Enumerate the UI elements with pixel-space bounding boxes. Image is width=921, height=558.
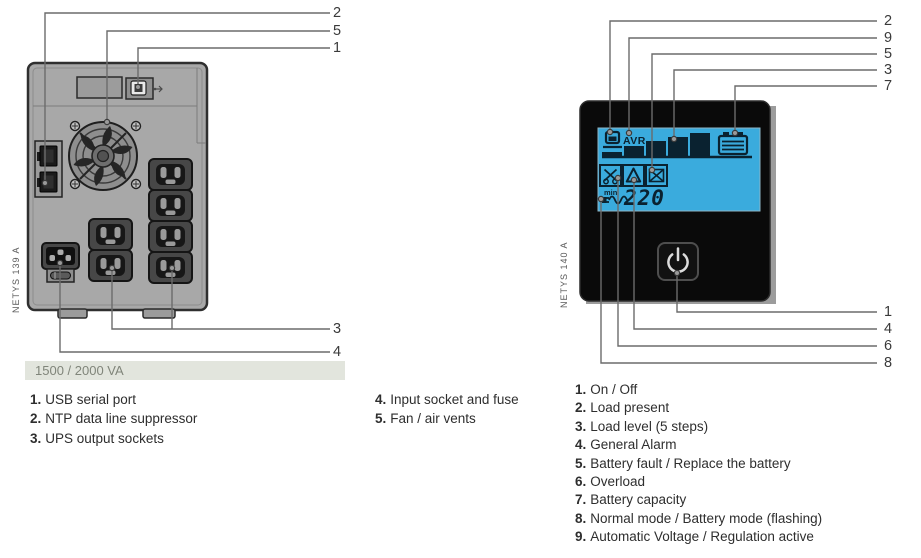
overload-icon [599, 164, 622, 187]
callout-number: 4 [333, 344, 342, 360]
vent-slot [76, 76, 123, 99]
device-label-rear: NETYS 139 A [11, 246, 21, 313]
legend-item: 7.Battery capacity [575, 492, 687, 508]
input-socket [41, 242, 80, 270]
legend-item: 5.Fan / air vents [375, 411, 476, 427]
callout-number: 6 [884, 338, 893, 354]
legend-item: 3.UPS output sockets [30, 430, 164, 446]
callout-number: 7 [884, 78, 893, 94]
power-button-icon [657, 242, 699, 281]
callout-number: 2 [333, 5, 342, 21]
front-legend: 1.On / Off 2.Load present 3.Load level (… [575, 381, 822, 547]
callout-number: 5 [333, 23, 342, 39]
callout-number: 8 [884, 355, 893, 371]
usb-icon [153, 85, 163, 93]
legend-item: 5.Battery fault / Replace the battery [575, 455, 791, 471]
legend-item: 8.Normal mode / Battery mode (flashing) [575, 510, 823, 526]
rear-legend-col1: 1.USB serial port 2.NTP data line suppre… [30, 390, 197, 448]
ups-feet [57, 308, 176, 319]
callout-number: 3 [884, 62, 893, 78]
callout-number: 5 [884, 46, 893, 62]
callout-number: 3 [333, 321, 342, 337]
callout-number: 1 [884, 304, 893, 320]
avr-label: AVR [623, 135, 646, 147]
legend-item: 3.Load level (5 steps) [575, 418, 709, 434]
callout-dots [41, 83, 739, 277]
output-sockets-middle [88, 218, 133, 282]
voltage-display: 220 [623, 186, 665, 210]
legend-item: 4.Input socket and fuse [375, 392, 519, 407]
legend-item: 2.NTP data line suppressor [30, 411, 198, 427]
rj45-jacks [34, 140, 63, 198]
callout-number: 4 [884, 321, 893, 337]
callout-number: 2 [884, 13, 893, 29]
rear-legend-col2: 4.Input socket and fuse 5.Fan / air vent… [375, 390, 519, 429]
lcd-display: AVR [597, 127, 761, 212]
rating-banner: 1500 / 2000 VA [25, 361, 345, 380]
legend-item: 4.General Alarm [575, 437, 677, 453]
legend-item: 9.Automatic Voltage / Regulation active [575, 529, 814, 545]
ups-rear-panel-figure [26, 61, 209, 319]
min-label: min [604, 188, 618, 197]
legend-item: 6.Overload [575, 473, 646, 489]
callout-number: 9 [884, 30, 893, 46]
load-level-bars [602, 133, 752, 159]
battery-fault-icon [645, 164, 668, 187]
callout-number: 1 [333, 40, 342, 56]
legend-item: 2.Load present [575, 400, 670, 416]
legend-item: 1.USB serial port [30, 392, 137, 407]
fan-icon [68, 120, 142, 191]
device-label-front: NETYS 140 A [559, 241, 569, 308]
battery-capacity-icon [717, 132, 749, 156]
legend-item: 1.On / Off [575, 382, 638, 397]
